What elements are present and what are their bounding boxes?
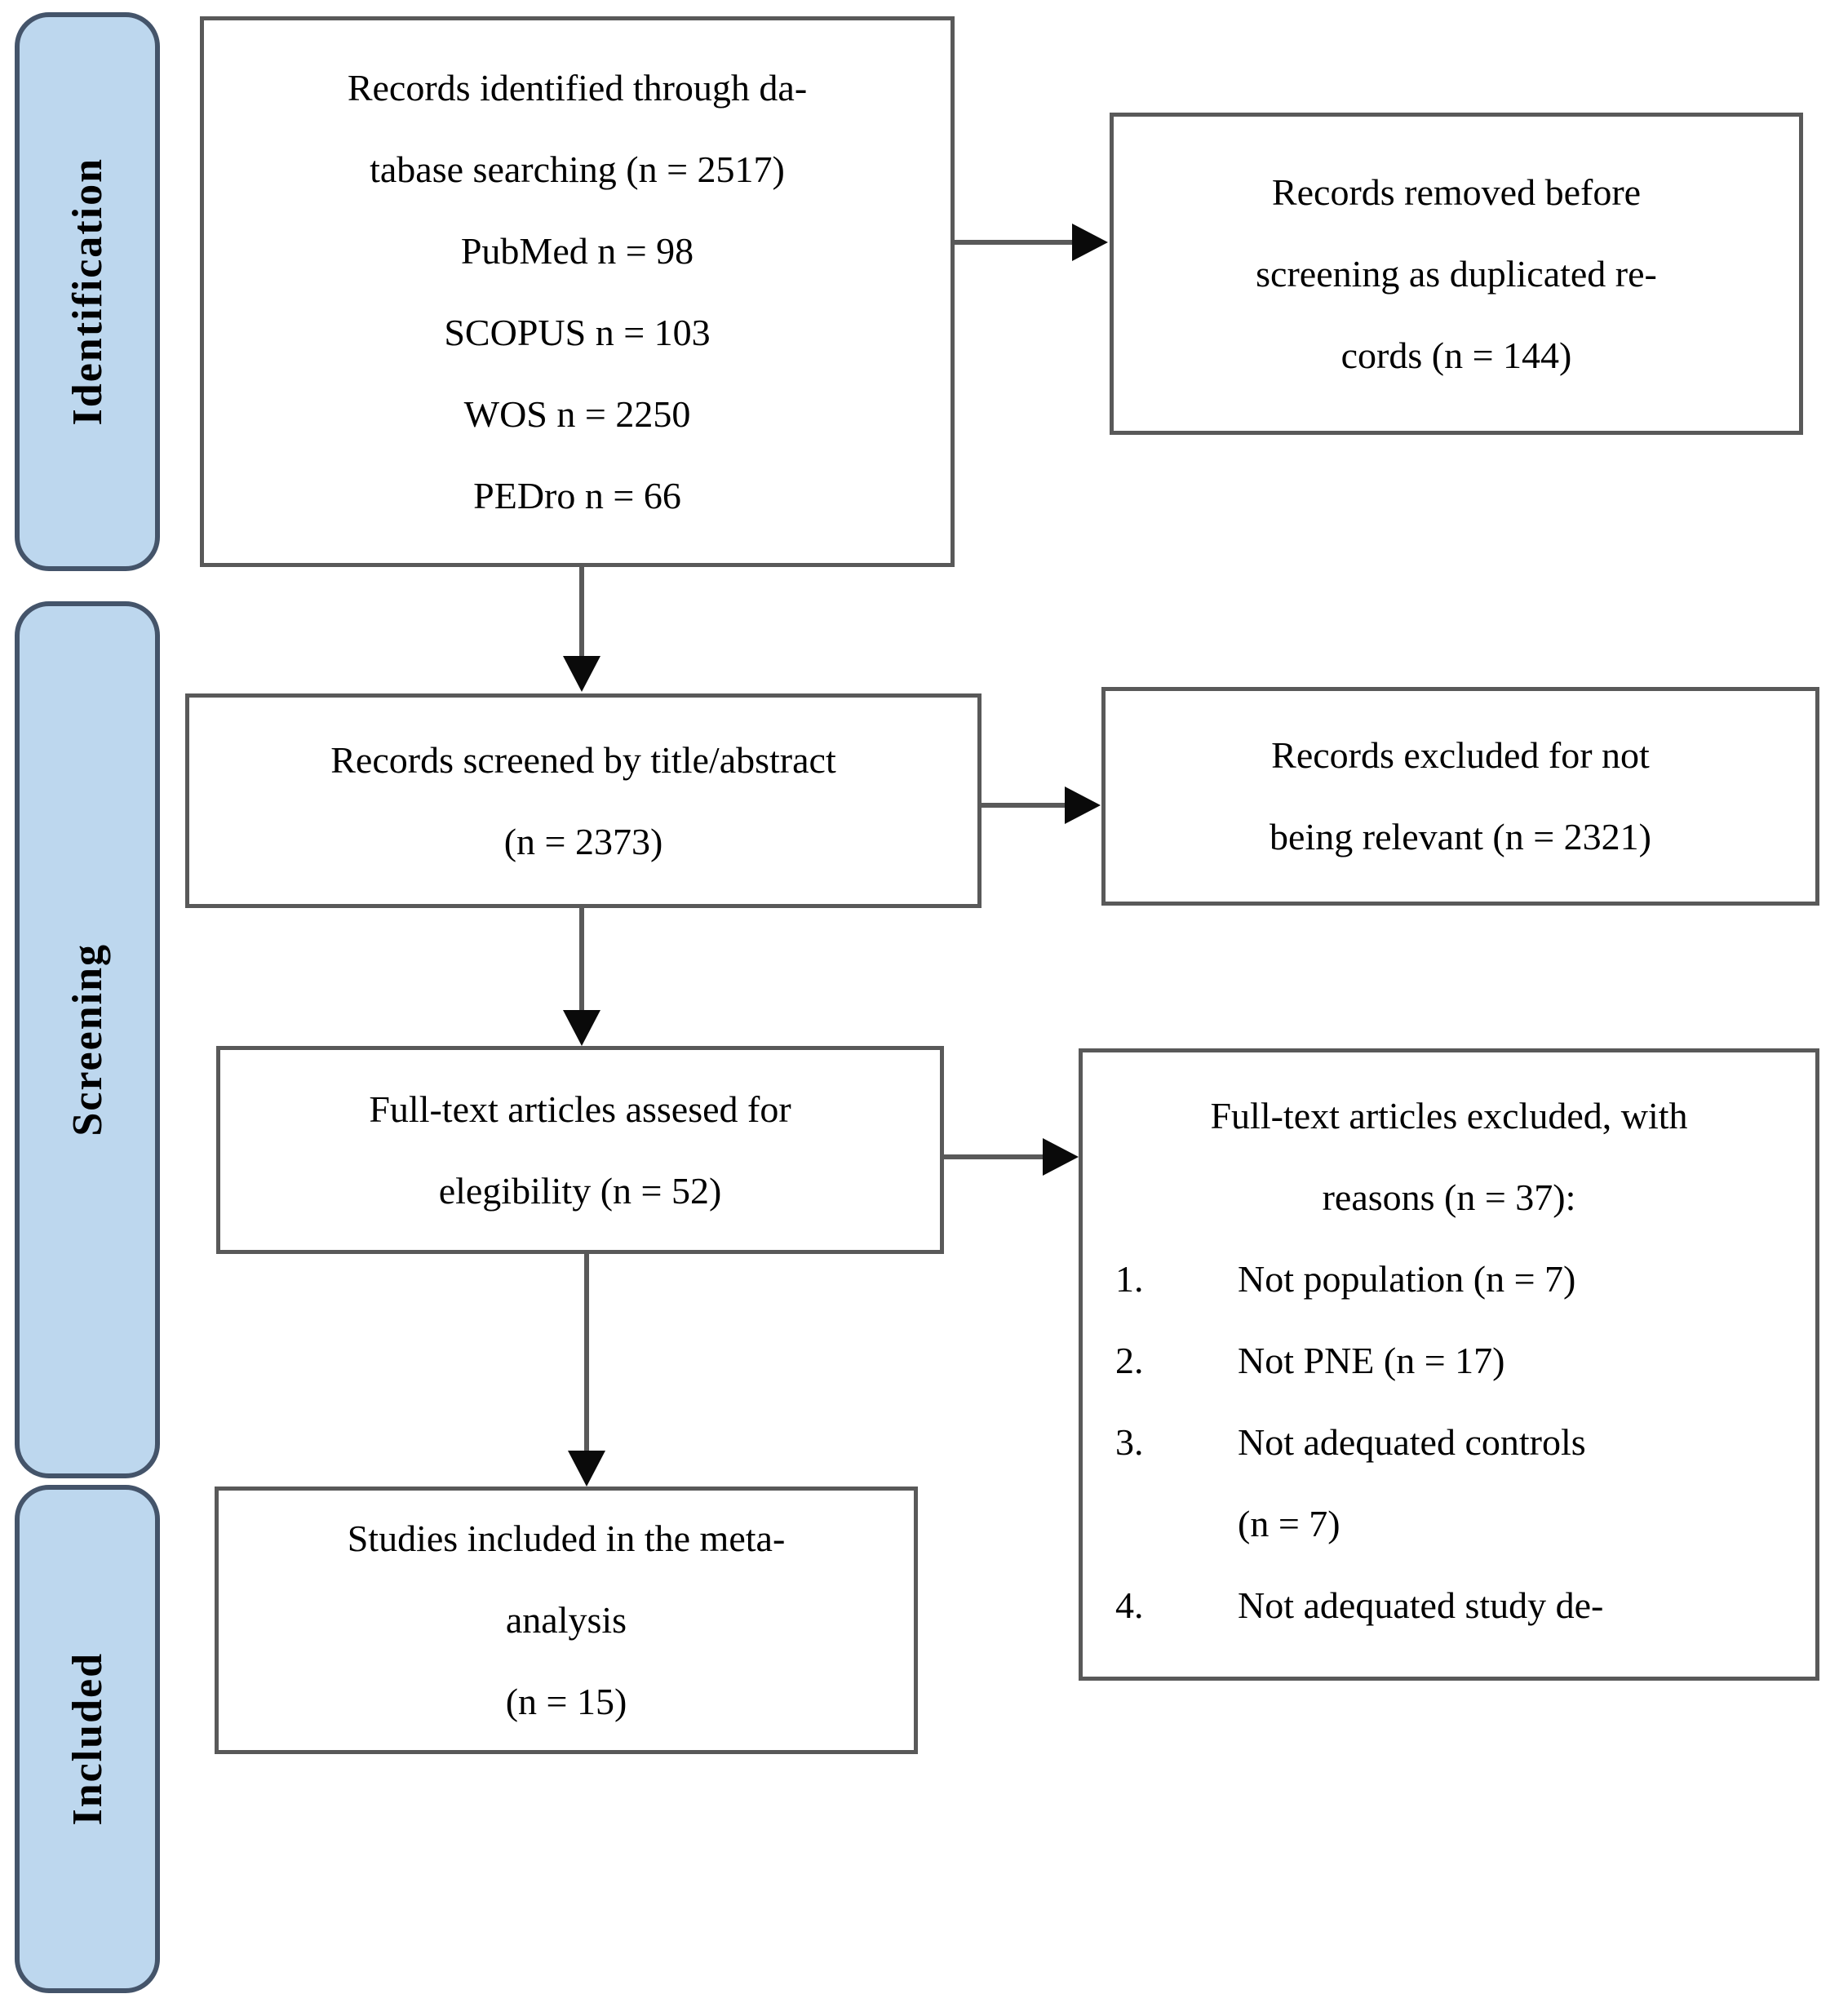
arrow-down-icon bbox=[568, 1451, 605, 1487]
box-fulltext-assessed: Full-text articles assesed for elegibili… bbox=[216, 1046, 944, 1254]
reason-text: Not adequated controls (n = 7) bbox=[1193, 1402, 1586, 1565]
reason-number: 1. bbox=[1115, 1258, 1144, 1300]
box-records-screened: Records screened by title/abstract (n = … bbox=[185, 693, 982, 908]
reason-text: Not population (n = 7) bbox=[1193, 1238, 1575, 1320]
box-fulltext-excluded-content: Full-text articles excluded, with reason… bbox=[1083, 1052, 1815, 1646]
box-fulltext-excluded: Full-text articles excluded, with reason… bbox=[1079, 1048, 1819, 1681]
text-line: (n = 2373) bbox=[503, 820, 663, 862]
text-line: SCOPUS n = 103 bbox=[444, 311, 711, 353]
reason-item: 4. Not adequated study de- bbox=[1115, 1565, 1783, 1646]
text-line: being relevant (n = 2321) bbox=[1270, 816, 1651, 857]
text-line: Full-text articles excluded, with bbox=[1210, 1095, 1688, 1136]
arrow-screened-to-fulltext-line bbox=[579, 908, 584, 1015]
text-line: cords (n = 144) bbox=[1340, 334, 1572, 376]
arrow-screened-to-excluded-line bbox=[982, 803, 1070, 808]
text-line: analysis bbox=[505, 1599, 627, 1641]
stage-identification: Identification bbox=[15, 12, 160, 571]
reasons-heading: Full-text articles excluded, with reason… bbox=[1115, 1075, 1783, 1238]
arrow-fulltext-to-excluded-line bbox=[944, 1154, 1048, 1159]
reason-number: 2. bbox=[1115, 1340, 1144, 1381]
text-line: elegibility (n = 52) bbox=[438, 1169, 722, 1212]
reason-item: 1. Not population (n = 7) bbox=[1115, 1238, 1783, 1320]
text-line: screening as duplicated re- bbox=[1256, 252, 1657, 295]
reason-number: 4. bbox=[1115, 1584, 1144, 1626]
box-records-identified: Records identified through da- tabase se… bbox=[200, 16, 955, 567]
box-studies-included: Studies included in the meta- analysis (… bbox=[215, 1487, 918, 1754]
arrow-down-icon bbox=[563, 1010, 600, 1046]
box-records-screened-text: Records screened by title/abstract (n = … bbox=[189, 720, 977, 883]
arrow-right-icon bbox=[1043, 1138, 1079, 1176]
box-fulltext-assessed-text: Full-text articles assesed for elegibili… bbox=[220, 1069, 940, 1232]
stage-included: Included bbox=[15, 1485, 160, 1993]
box-records-removed-text: Records removed before screening as dupl… bbox=[1114, 152, 1799, 397]
stage-screening-label: Screening bbox=[64, 943, 111, 1136]
text-line: Not adequated study de- bbox=[1238, 1584, 1604, 1626]
text-line: Records identified through da- bbox=[347, 66, 808, 109]
stage-identification-label: Identification bbox=[64, 157, 111, 426]
reason-item: 3. Not adequated controls (n = 7) bbox=[1115, 1402, 1783, 1565]
text-line: WOS n = 2250 bbox=[463, 392, 691, 435]
text-line: Full-text articles assesed for bbox=[369, 1088, 791, 1130]
stage-included-label: Included bbox=[64, 1652, 111, 1826]
text-line: Records screened by title/abstract bbox=[330, 738, 836, 781]
reason-text: Not PNE (n = 17) bbox=[1193, 1320, 1504, 1402]
text-line: reasons (n = 37): bbox=[1322, 1176, 1576, 1218]
stage-screening: Screening bbox=[15, 601, 160, 1478]
arrow-right-icon bbox=[1065, 786, 1101, 824]
arrow-right-icon bbox=[1072, 224, 1108, 261]
arrow-fulltext-to-included-line bbox=[584, 1254, 589, 1454]
text-line: Records removed before bbox=[1271, 171, 1642, 213]
reason-text: Not adequated study de- bbox=[1193, 1565, 1603, 1646]
text-line: Not population (n = 7) bbox=[1238, 1258, 1576, 1300]
reason-number: 3. bbox=[1115, 1421, 1144, 1463]
box-records-excluded-not-relevant: Records excluded for not being relevant … bbox=[1101, 687, 1819, 906]
text-line: Not PNE (n = 17) bbox=[1238, 1340, 1505, 1381]
box-studies-included-text: Studies included in the meta- analysis (… bbox=[219, 1498, 914, 1743]
box-records-excluded-text: Records excluded for not being relevant … bbox=[1106, 715, 1815, 878]
text-line: PEDro n = 66 bbox=[473, 474, 681, 516]
text-line: Records excluded for not bbox=[1271, 734, 1650, 776]
box-records-removed-duplicates: Records removed before screening as dupl… bbox=[1110, 113, 1803, 435]
text-line: Not adequated controls bbox=[1238, 1421, 1586, 1463]
arrow-identified-to-screened-line bbox=[579, 567, 584, 661]
arrow-identified-to-removed-line bbox=[955, 240, 1077, 245]
box-records-identified-text: Records identified through da- tabase se… bbox=[204, 47, 951, 537]
arrow-down-icon bbox=[563, 656, 600, 692]
reason-item: 2. Not PNE (n = 17) bbox=[1115, 1320, 1783, 1402]
text-line: (n = 15) bbox=[505, 1681, 627, 1722]
text-line: (n = 7) bbox=[1238, 1503, 1340, 1544]
text-line: tabase searching (n = 2517) bbox=[370, 148, 785, 190]
text-line: Studies included in the meta- bbox=[347, 1518, 786, 1559]
text-line: PubMed n = 98 bbox=[460, 229, 694, 272]
